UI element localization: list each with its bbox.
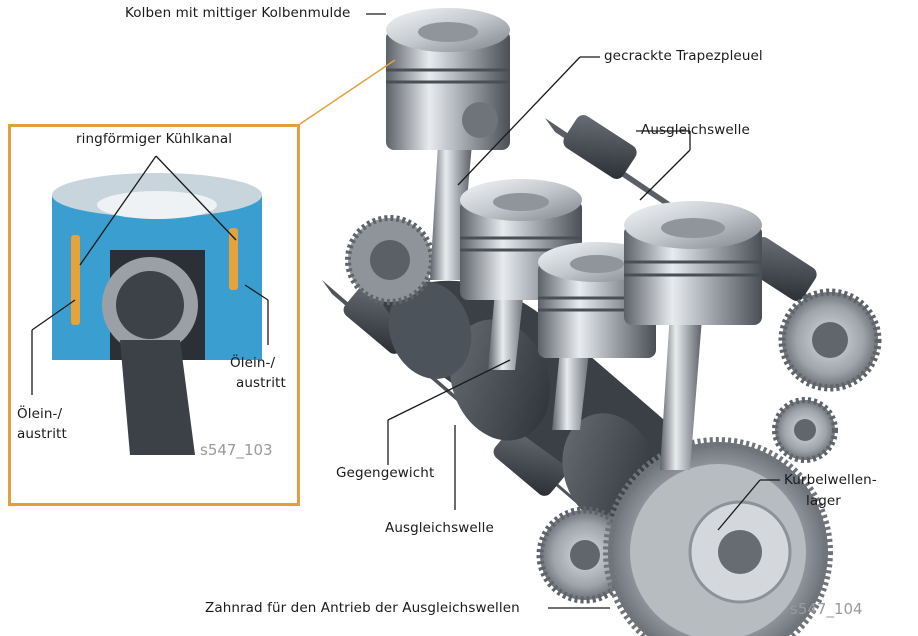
label-oil-left-1: Ölein-/ <box>17 406 63 422</box>
label-oil-right-2: austritt <box>236 375 286 391</box>
cooling-channel-left <box>71 235 80 325</box>
piston-1 <box>386 8 510 150</box>
leader-lines <box>31 13 780 609</box>
label-counterweight: Gegengewicht <box>336 465 435 481</box>
label-balance-shaft-top: Ausgleichswelle <box>641 122 750 138</box>
label-bearing-1: Kurbelwellen- <box>784 472 877 488</box>
label-cooling-channel: ringförmiger Kühlkanal <box>76 131 233 147</box>
label-balance-shaft-bottom: Ausgleichswelle <box>385 520 494 536</box>
rear-gear-left <box>345 215 435 305</box>
inset-figure-code: s547_103 <box>200 441 273 459</box>
drive-gear <box>603 437 833 636</box>
label-drive-gear: Zahnrad für den Antrieb der Ausgleichswe… <box>205 600 520 616</box>
piston-4 <box>624 201 762 325</box>
cooling-channel-right <box>229 228 238 290</box>
label-oil-right-1: Ölein-/ <box>230 355 276 371</box>
label-oil-left-2: austritt <box>17 426 67 442</box>
main-figure-code: s547_104 <box>790 600 863 618</box>
label-bearing-2: lager <box>806 493 841 509</box>
label-piston-bowl: Kolben mit mittiger Kolbenmulde <box>125 5 351 21</box>
inset-frame <box>8 124 300 506</box>
label-connecting-rod: gecrackte Trapezpleuel <box>604 48 763 64</box>
idler-gear <box>772 397 838 463</box>
inset-connector-line <box>299 59 396 125</box>
rear-gear-right <box>778 288 882 392</box>
